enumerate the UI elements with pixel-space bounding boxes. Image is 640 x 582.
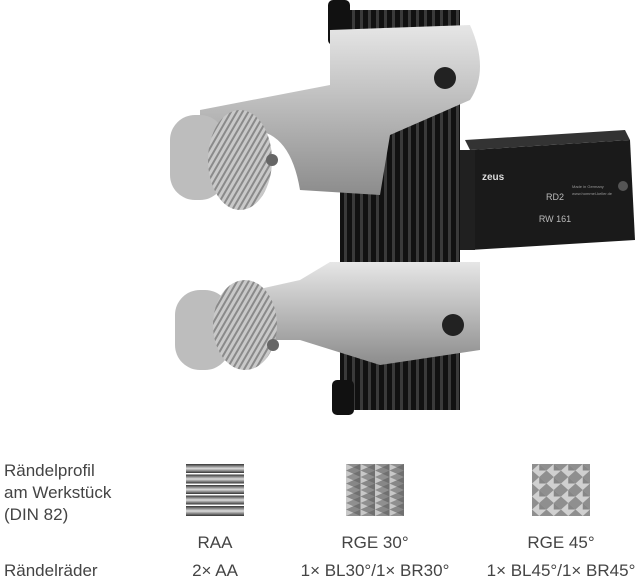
holder-screw-icon bbox=[618, 181, 628, 191]
article-label: RW 161 bbox=[539, 214, 571, 224]
profile-label-line: Rändelprofil bbox=[4, 461, 95, 480]
lower-arm bbox=[175, 262, 480, 370]
model-label: RD2 bbox=[546, 192, 564, 202]
profile-row-label: Rändelprofil am Werkstück (DIN 82) bbox=[4, 460, 111, 526]
profile-rge45: RGE 45° bbox=[527, 533, 595, 552]
website-label: www.hommel-keller.de bbox=[572, 191, 613, 196]
wheels-rge30: 1× BL30°/1× BR30° bbox=[300, 561, 450, 580]
pattern-rge45-swatch bbox=[532, 464, 590, 516]
pattern-rge30-swatch bbox=[346, 464, 404, 516]
upper-arm bbox=[170, 25, 480, 210]
wheels-row-label: Rändelräder bbox=[4, 561, 98, 580]
profile-rge30: RGE 30° bbox=[341, 533, 409, 552]
profile-label-line: am Werkstück bbox=[4, 483, 112, 502]
brand-logo: zeus bbox=[482, 172, 505, 183]
profile-raa: RAA bbox=[197, 533, 233, 552]
profile-label-line: (DIN 82) bbox=[4, 505, 69, 524]
knurling-tool-image: RD2 RW 161 Made in Germany www.hommel-ke… bbox=[170, 0, 635, 415]
wheels-raa: 2× AA bbox=[192, 561, 238, 580]
wheels-rge45: 1× BL45°/1× BR45° bbox=[486, 561, 636, 580]
pattern-raa-swatch bbox=[186, 464, 244, 516]
made-in-label: Made in Germany bbox=[572, 184, 604, 189]
